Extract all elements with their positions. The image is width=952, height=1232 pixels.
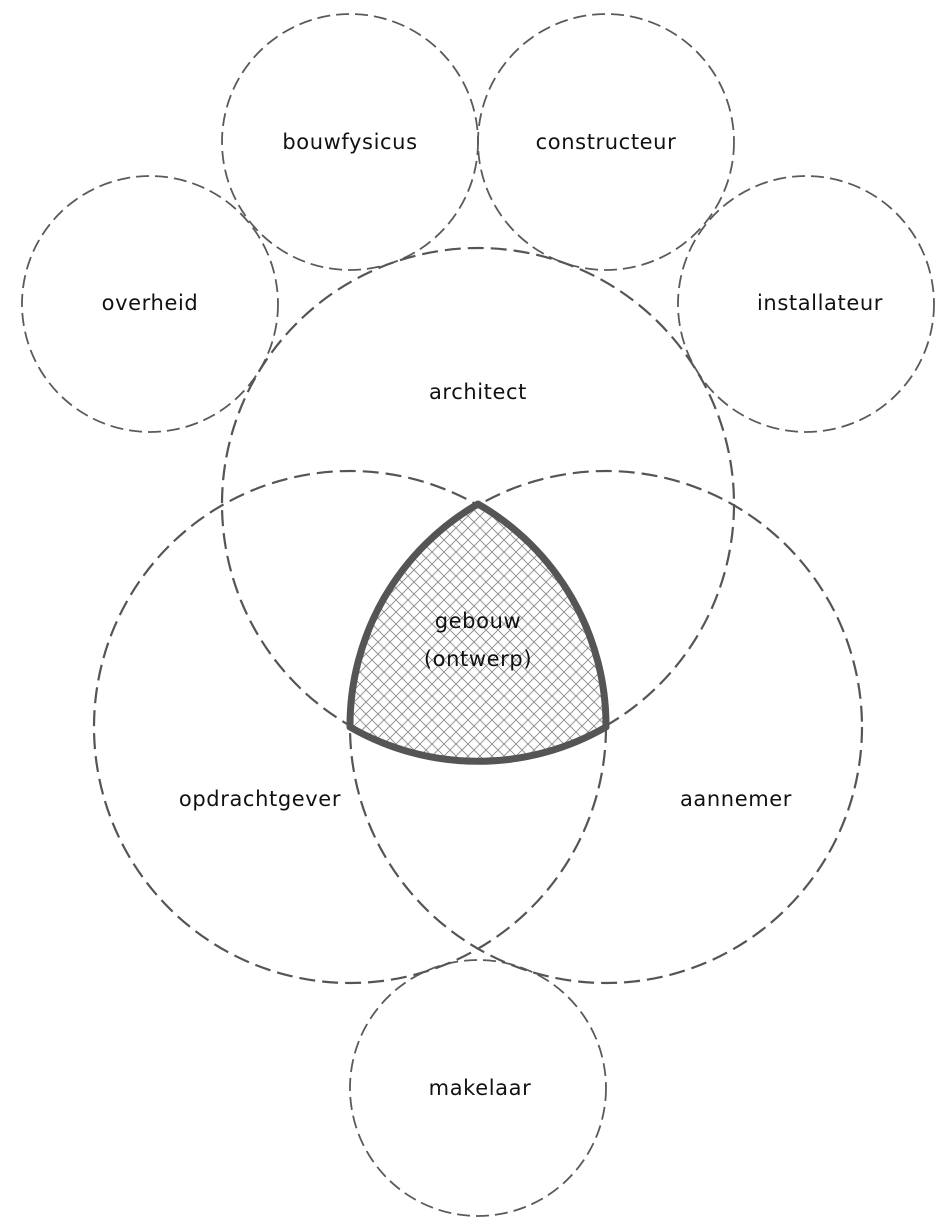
constructeur-circle [477, 13, 735, 271]
bouwfysicus-label: bouwfysicus [282, 130, 417, 154]
makelaar-circle [349, 959, 607, 1217]
architect-label: architect [429, 380, 527, 404]
center-label-line1: gebouw [435, 609, 522, 633]
installateur-label: installateur [757, 291, 883, 315]
center-label-line2: (ontwerp) [424, 647, 532, 671]
building-intersection [346, 500, 610, 765]
overheid-label: overheid [102, 291, 199, 315]
constructeur-label: constructeur [536, 130, 677, 154]
aannemer-circle [348, 469, 864, 985]
aannemer-label: aannemer [680, 787, 792, 811]
makelaar-label: makelaar [429, 1076, 532, 1100]
overheid-circle [21, 175, 279, 433]
opdrachtgever-label: opdrachtgever [179, 787, 341, 811]
installateur-circle [677, 175, 935, 433]
